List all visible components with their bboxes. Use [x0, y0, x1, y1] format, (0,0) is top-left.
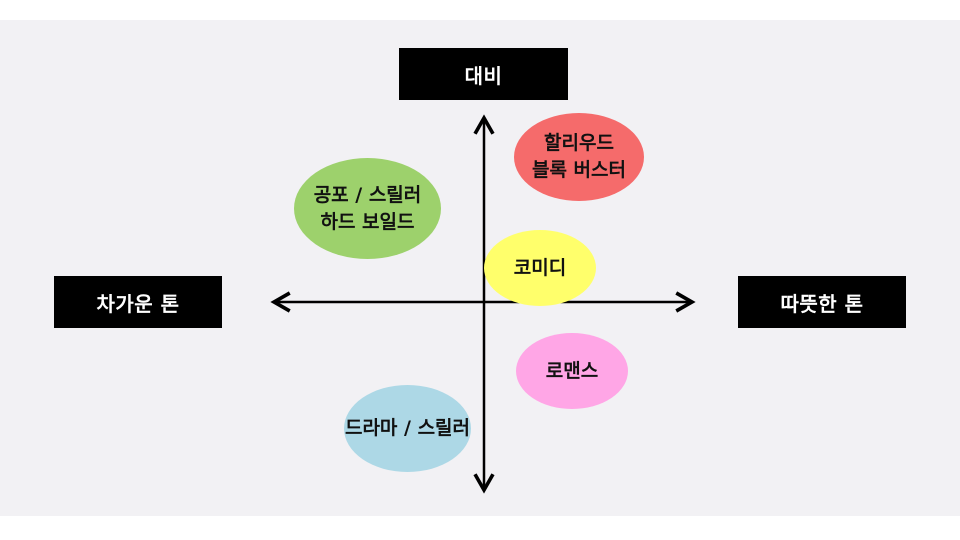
diagram-stage: 대비 차가운 톤 따뜻한 톤 공포 / 스릴러 하드 보일드 할리우드 블록 버… [0, 20, 960, 516]
axis-label-top: 대비 [399, 48, 568, 100]
bubble-label-line: 하드 보일드 [320, 210, 415, 233]
axis-label-right: 따뜻한 톤 [738, 276, 906, 328]
bubble-hollywood-blockbuster: 할리우드 블록 버스터 [514, 113, 644, 201]
bubble-romance: 로맨스 [516, 333, 628, 409]
bubble-label-line: 블록 버스터 [531, 159, 626, 181]
bubble-drama-thriller: 드라마 / 스릴러 [344, 385, 471, 472]
bubble-label-line: 코미디 [513, 256, 567, 279]
bubble-label-line: 드라마 / 스릴러 [344, 417, 471, 440]
bubble-label-line: 로맨스 [545, 359, 599, 382]
bubble-label-line: 공포 / 스릴러 [313, 183, 422, 206]
bubble-label-line: 할리우드 [544, 132, 614, 155]
bubble-horror-thriller: 공포 / 스릴러 하드 보일드 [294, 158, 441, 259]
axis-label-left: 차가운 톤 [54, 276, 222, 328]
bubble-comedy: 코미디 [484, 230, 596, 306]
axes [270, 114, 696, 494]
